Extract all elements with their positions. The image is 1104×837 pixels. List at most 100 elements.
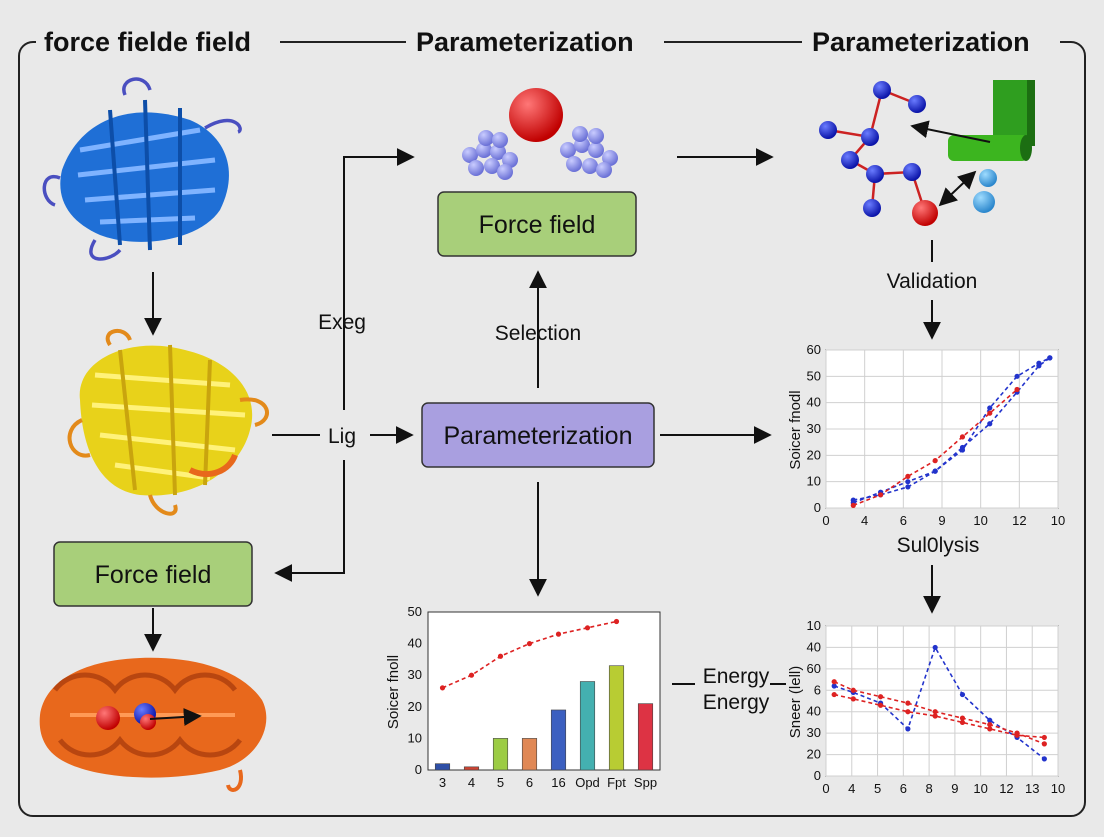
chart1-data-point [905, 484, 911, 490]
chart3-ytick-label: 40 [807, 639, 821, 654]
chart1-ylabel: Soicer fnodl [787, 390, 804, 469]
chart1-ytick-label: 0 [814, 500, 821, 515]
chart2-data-point [555, 631, 562, 637]
chart2-bar [463, 766, 480, 771]
label-exeg: Exeg [318, 311, 366, 334]
chart2-data-point [584, 625, 591, 631]
chart3-data-point [1041, 756, 1047, 762]
chart1-data-point [932, 468, 938, 474]
chart2-data-point [497, 653, 504, 659]
chart2-ytick-label: 20 [408, 699, 422, 714]
label-selection: Selection [495, 322, 581, 345]
chart1-ytick-label: 50 [807, 368, 821, 383]
chart3-xtick-label: 12 [999, 781, 1013, 796]
chart2-ytick-label: 0 [415, 762, 422, 777]
chart2-bar [608, 665, 625, 771]
chart3-data-point [932, 713, 938, 719]
chart1-data-point [1036, 363, 1042, 369]
chart3-data-point [850, 687, 856, 693]
chart3-ytick-label: 0 [814, 768, 821, 783]
chart3-series-line [834, 693, 1045, 739]
chart1-ytick-label: 10 [807, 474, 821, 489]
chart2-xtick-label: 3 [439, 775, 446, 790]
chart2-bar [550, 709, 567, 771]
header-right: Parameterization [812, 27, 1030, 57]
chart2-data-point [468, 672, 475, 678]
chart3-data-point [1041, 741, 1047, 747]
chart2-data-point [613, 618, 620, 625]
chart1-ytick-label: 40 [807, 395, 821, 410]
header-left: force fielde field [44, 27, 251, 57]
chart2-xtick-label: Opd [575, 775, 600, 790]
chart1-xtick-label: 0 [822, 513, 829, 528]
chart3-data-point [831, 679, 837, 685]
chart1-data-point [959, 444, 966, 451]
chart3-xtick-label: 8 [925, 781, 932, 796]
chart2-xtick-label: 6 [526, 775, 533, 790]
chart1-xtick-label: 6 [900, 513, 907, 528]
chart3-data-point [877, 694, 884, 700]
label-energy-1: Energy [703, 665, 770, 688]
chart3-data-point [831, 691, 837, 698]
chart1-data-point [959, 434, 966, 440]
header-backdrop-left [36, 26, 280, 60]
chart2-xtick-label: Spp [634, 775, 657, 790]
chart2-bar [637, 703, 654, 771]
chart2-ytick-label: 10 [408, 730, 422, 745]
chart3-ytick-label: 10 [807, 618, 821, 633]
parameterization-box [421, 402, 655, 468]
chart1-data-point [932, 458, 938, 464]
header-backdrop-right [802, 26, 1060, 60]
chart3-data-point [905, 726, 911, 732]
orange-protein-illustration [39, 657, 267, 792]
chart2-plot-area [427, 611, 661, 771]
chart3-xtick-label: 10 [973, 781, 987, 796]
chart1-data-point [877, 492, 884, 498]
force-field-box-top-label: Force field [479, 211, 596, 239]
chart2-xtick-label: Fpt [607, 775, 626, 790]
chart2-ytick-label: 50 [408, 604, 422, 619]
chart3-data-point [877, 702, 884, 708]
chart3-data-point [987, 721, 993, 728]
flow-arrows [144, 148, 941, 685]
chart1-data-point [987, 405, 993, 411]
chart1-data-point [1014, 373, 1020, 379]
chart3-data-point [1014, 732, 1020, 738]
chart3-ytick-label: 30 [807, 725, 821, 740]
chart1-data-point [1047, 355, 1053, 361]
chart2-xtick-label: 5 [497, 775, 504, 790]
chart1-xtick-label: 10 [1051, 513, 1065, 528]
parameterization-box-label: Parameterization [444, 422, 633, 450]
chart3-data-point [959, 715, 966, 721]
chart1-xtick-label: 12 [1012, 513, 1026, 528]
chart3-xtick-label: 13 [1025, 781, 1039, 796]
chart3-data-point [850, 696, 856, 702]
header-middle: Parameterization [416, 27, 634, 57]
molecular-network-illustration [819, 80, 1035, 226]
chart3-ylabel: Sneer (lell) [787, 666, 804, 739]
chart3-xtick-label: 10 [1051, 781, 1065, 796]
chart3-data-point [905, 700, 911, 706]
chart3-data-point [905, 709, 911, 715]
yellow-protein-illustration [67, 329, 269, 516]
chart2-bar [434, 763, 451, 771]
chart1-xlabel: Sul0lysis [897, 534, 980, 557]
chart3-ytick-label: 60 [807, 661, 821, 676]
label-energy-2: Energy [703, 691, 770, 714]
chart2-bar [521, 738, 538, 771]
chart1-data-point [905, 479, 911, 485]
chart1-xtick-label: 9 [938, 513, 945, 528]
chart3-series-line [833, 645, 1045, 760]
chart2-data-point [526, 641, 533, 647]
molecule-cluster-illustration [462, 88, 618, 180]
chart1-data-point [987, 421, 993, 427]
chart3-ytick-label: 40 [807, 704, 821, 719]
chart3-data-point [987, 717, 993, 723]
chart3-xtick-label: 0 [822, 781, 829, 796]
chart1-xtick-label: 10 [973, 513, 987, 528]
